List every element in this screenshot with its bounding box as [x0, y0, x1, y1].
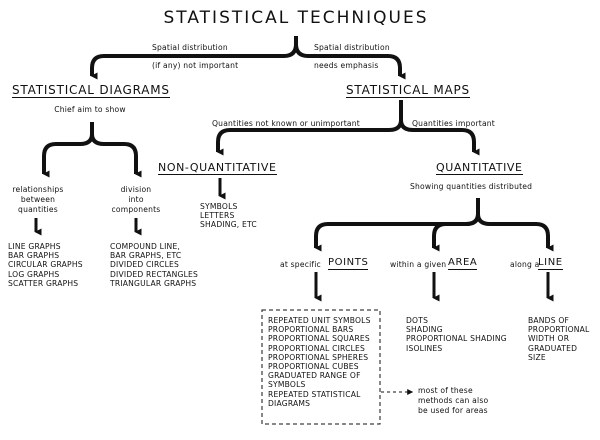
- label-quantities-important: Quantities important: [412, 119, 495, 128]
- heading-statistical-diagrams: STATISTICAL DIAGRAMS: [12, 83, 170, 98]
- list-item: LINE GRAPHS: [8, 242, 61, 251]
- list-item: PROPORTIONAL CIRCLES: [268, 343, 366, 353]
- label-showing-quantities: Showing quantities distributed: [410, 182, 533, 191]
- label-division-2: into: [128, 195, 144, 204]
- connector-to-relationships: [42, 122, 94, 178]
- label-relationships-3: quantities: [18, 205, 58, 214]
- list-item: WIDTH OR: [528, 334, 570, 344]
- list-item: SHADING: [406, 325, 443, 335]
- list-item: PROPORTIONAL BARS: [268, 325, 354, 335]
- list-item: DIAGRAMS: [268, 398, 311, 408]
- label-spatial-right-2: needs emphasis: [314, 61, 379, 70]
- list-item: BAR GRAPHS, ETC: [110, 251, 182, 261]
- label-within-given: within a given: [390, 260, 447, 269]
- label-at-specific: at specific: [280, 260, 321, 269]
- list-item: CIRCULAR GRAPHS: [8, 260, 83, 270]
- list-item: SYMBOLS: [200, 202, 238, 211]
- label-spatial-left-2: (if any) not important: [152, 61, 239, 70]
- list-relationship-graphs: LINE GRAPHS BAR GRAPHS CIRCULAR GRAPHS L…: [8, 242, 83, 288]
- list-item: PROPORTIONAL: [528, 325, 590, 335]
- heading-non-quantitative: NON-QUANTITATIVE: [158, 161, 277, 175]
- note-line: most of these: [418, 386, 473, 395]
- heading-quantitative: QUANTITATIVE: [436, 161, 523, 175]
- list-item: PROPORTIONAL CUBES: [268, 361, 359, 371]
- list-points-methods: REPEATED UNIT SYMBOLS PROPORTIONAL BARS …: [268, 316, 371, 408]
- list-item: TRIANGULAR GRAPHS: [110, 278, 197, 288]
- list-item: PROPORTIONAL SHADING: [406, 334, 507, 344]
- label-spatial-right-1: Spatial distribution: [314, 43, 390, 52]
- connector-to-area: [432, 213, 480, 252]
- connector-to-diagrams: [90, 36, 298, 80]
- label-relationships-1: relationships: [12, 185, 64, 194]
- list-item: ISOLINES: [406, 343, 443, 353]
- list-item: GRADUATED: [528, 343, 578, 353]
- connector-to-division: [90, 133, 142, 178]
- list-item: PROPORTIONAL SPHERES: [268, 352, 369, 362]
- heading-line: LINE: [538, 257, 563, 270]
- list-non-quantitative: SYMBOLS LETTERS SHADING, ETC: [200, 202, 257, 230]
- list-item: REPEATED UNIT SYMBOLS: [268, 316, 371, 325]
- label-along-a: along a: [510, 260, 540, 269]
- points-dashed-box: [261, 309, 381, 425]
- label-relationships-2: between: [20, 195, 56, 204]
- list-item: PROPORTIONAL SQUARES: [268, 334, 370, 344]
- list-area-methods: DOTS SHADING PROPORTIONAL SHADING ISOLIN…: [406, 316, 507, 353]
- list-item: DIVIDED CIRCLES: [110, 260, 180, 270]
- label-division-3: components: [111, 205, 161, 214]
- heading-area: AREA: [448, 257, 478, 270]
- list-item: LOG GRAPHS: [8, 269, 60, 279]
- connector-to-maps: [294, 43, 406, 80]
- heading-statistical-maps: STATISTICAL MAPS: [346, 83, 470, 98]
- list-line-methods: BANDS OF PROPORTIONAL WIDTH OR GRADUATED…: [528, 316, 589, 362]
- list-item: SHADING, ETC: [200, 220, 257, 230]
- list-item: SYMBOLS: [268, 380, 306, 390]
- label-spatial-left-1: Spatial distribution: [152, 43, 228, 52]
- connector-to-quant: [399, 119, 480, 156]
- list-item: LETTERS: [200, 211, 235, 221]
- list-division-graphs: COMPOUND LINE, BAR GRAPHS, ETC DIVIDED C…: [110, 242, 198, 288]
- label-division-1: division: [120, 185, 152, 194]
- page-title: STATISTICAL TECHNIQUES: [163, 8, 429, 28]
- list-item: DOTS: [406, 316, 429, 325]
- label-quantities-unimportant: Quantities not known or unimportant: [212, 119, 360, 128]
- note-line: be used for areas: [418, 406, 488, 415]
- list-item: SCATTER GRAPHS: [8, 278, 79, 288]
- label-chief-aim: Chief aim to show: [54, 105, 126, 114]
- list-item: BAR GRAPHS: [8, 251, 60, 261]
- heading-points: POINTS: [328, 257, 369, 270]
- list-item: DIVIDED RECTANGLES: [110, 269, 199, 279]
- list-item: REPEATED STATISTICAL: [268, 389, 361, 399]
- list-item: SIZE: [528, 352, 546, 362]
- list-item: GRADUATED RANGE OF: [268, 371, 361, 381]
- note-areas: most of these methods can also be used f…: [418, 386, 488, 416]
- list-item: BANDS OF: [528, 316, 570, 325]
- list-item: COMPOUND LINE,: [110, 242, 181, 251]
- note-line: methods can also: [418, 396, 489, 405]
- connector-to-line: [476, 213, 554, 252]
